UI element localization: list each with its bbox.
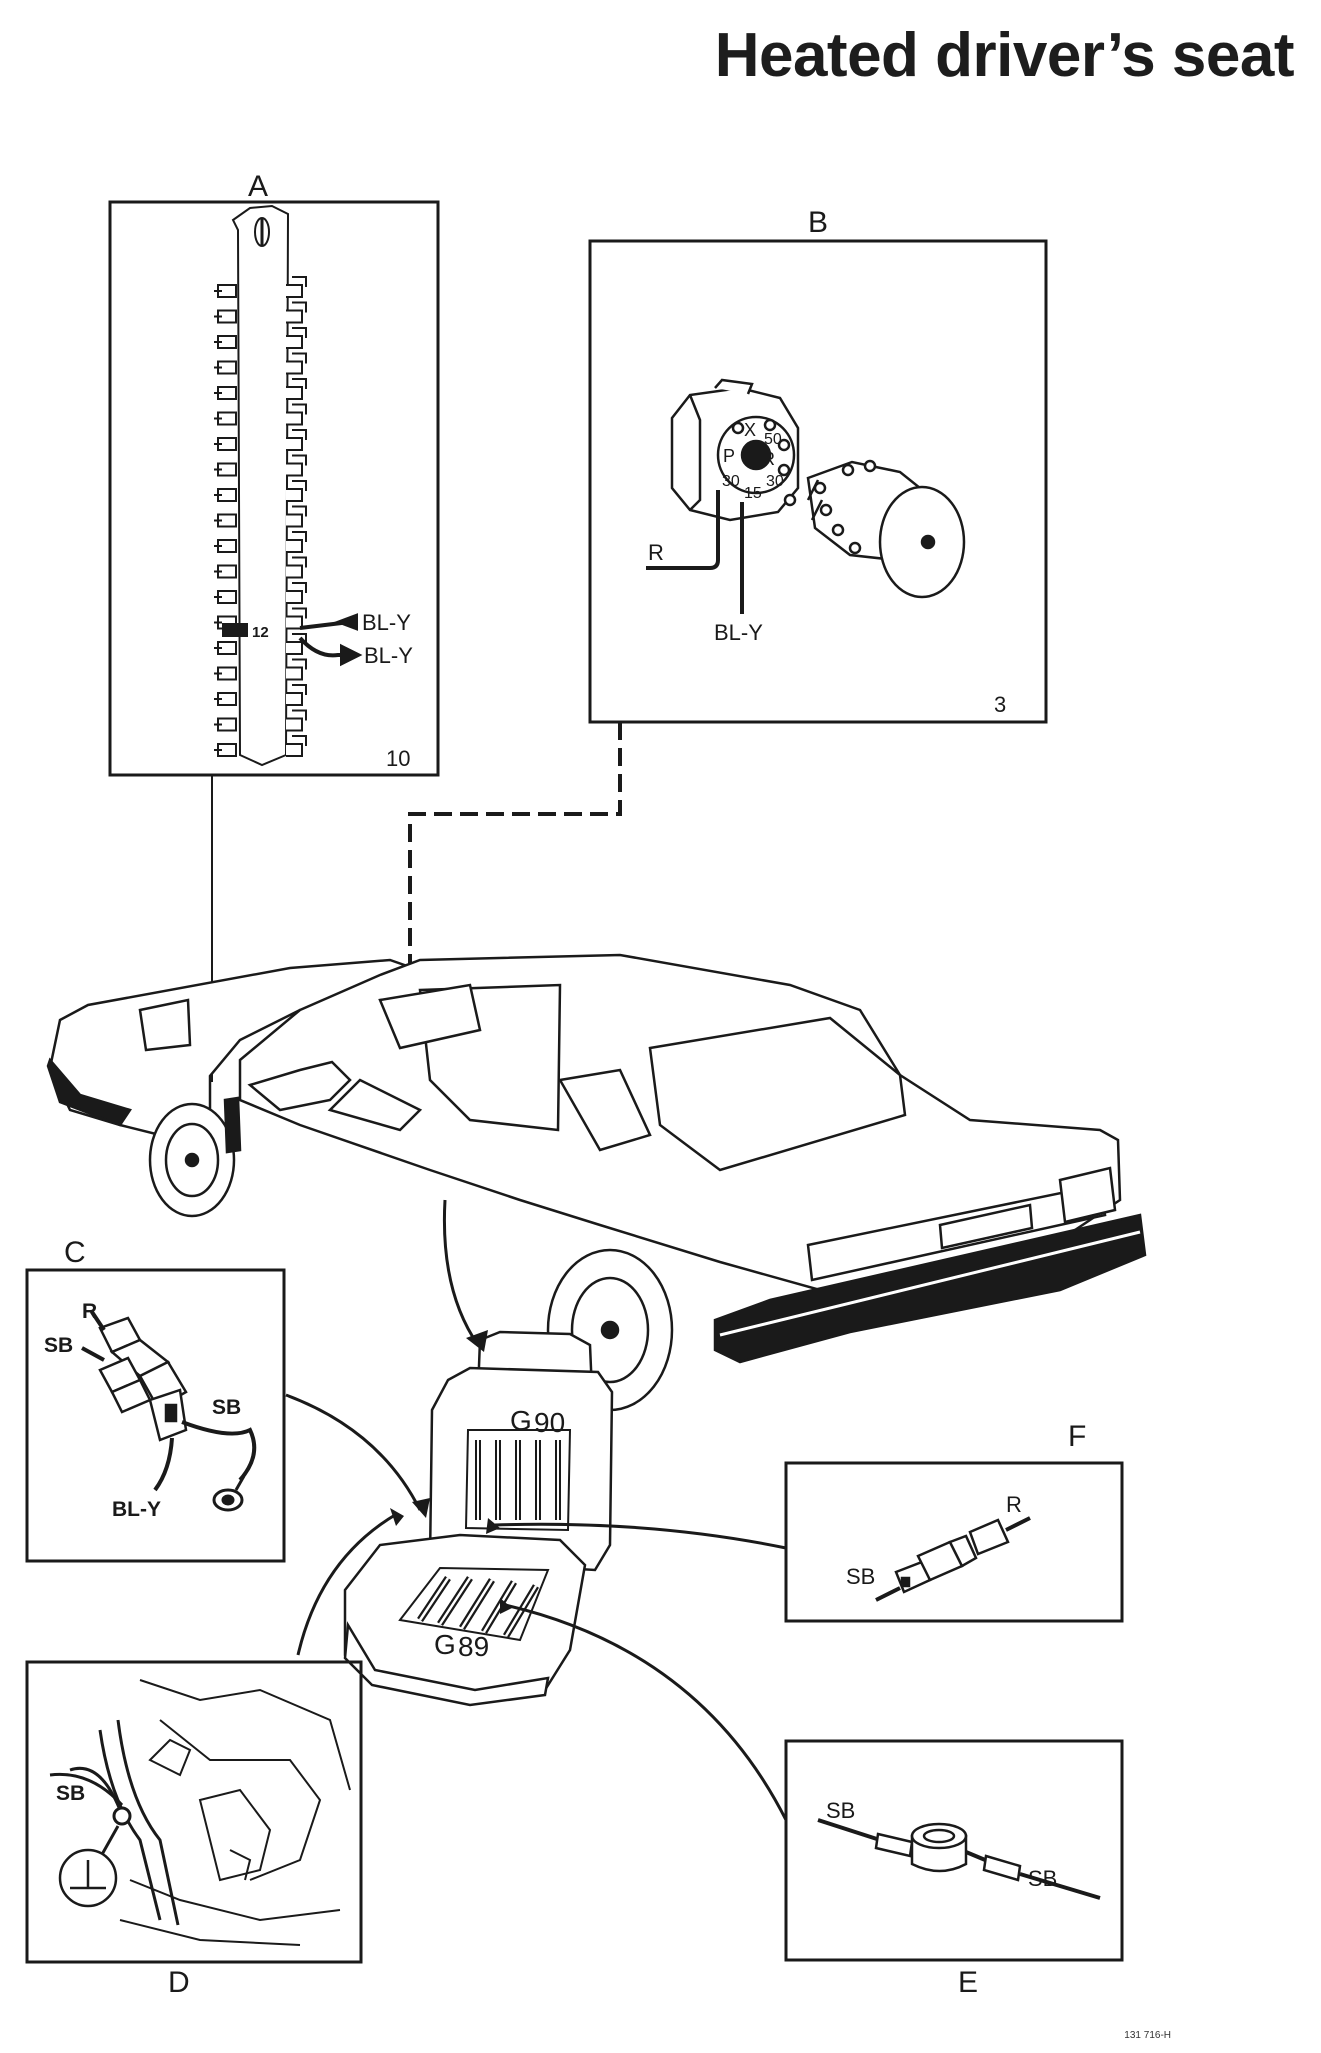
fuse-terminal-left [214,513,237,528]
fuse-terminal-right [286,378,307,400]
fuse-terminal-left [214,641,237,655]
fuse-terminal-left [214,743,237,757]
connector-illustration [98,1316,188,1442]
panel-a: A 10 12 BL-Y BL-Y [108,170,440,777]
panel-f-wire-r: R [1006,1492,1022,1517]
fuse-terminal-left [214,437,237,451]
fuse-terminal-right [286,352,307,375]
fuse-terminal-left [214,386,237,400]
svg-text:P: P [723,446,735,466]
fuse-terminal-right [286,658,307,681]
panel-c-letter: C [64,1236,86,1269]
fuse-terminal-right [286,480,307,502]
svg-text:X: X [744,420,756,440]
ground-symbol-icon [58,1848,118,1908]
fuse-terminal-right [286,582,307,604]
fuse-terminal-right [286,556,307,579]
terminal-12-label: 12 [252,624,269,641]
fuse-terminal-right [286,709,307,732]
svg-text:15: 15 [744,485,762,502]
panel-d-letter: D [168,1966,190,1999]
panel-c-wire-r: R [82,1300,97,1323]
panel-c: C R SB SB BL-Y [25,1236,286,1563]
seat-back-label-letter: G [510,1405,532,1436]
panel-b: B 3 X 50 P R 30 30 15 [588,206,1048,724]
fuse-terminal-right [286,301,307,324]
seat-back-label-num: 90 [534,1407,565,1438]
fuse-terminal-right [286,505,307,528]
drawing-reference: 131 716-H [1124,2030,1171,2041]
panel-a-letter: A [248,170,268,203]
ring-terminal [212,1475,246,1512]
panel-c-wire-sb-right: SB [212,1396,241,1419]
panel-b-wire-bly: BL-Y [714,620,763,645]
panel-e-letter: E [958,1966,978,1999]
panel-a-number: 10 [386,746,410,771]
svg-text:R: R [762,449,775,469]
panel-e: E SB SB [784,1739,1124,1999]
fuse-terminal-right [286,531,307,553]
ignition-terminal-labels: X 50 P R 30 30 15 [722,420,784,502]
panel-f-letter: F [1068,1420,1086,1453]
fuse-terminal-left [214,411,237,426]
seat-cushion-label-num: 89 [458,1631,489,1662]
panel-b-wire-r: R [648,540,664,565]
fuse-terminal-left [214,666,237,681]
panel-e-wire-sb-right: SB [1028,1866,1057,1891]
connector-f-illustration [875,1516,1031,1602]
fuse-terminal-right [286,403,307,426]
fuse-terminal-right [286,327,307,349]
fuse-terminal-left [214,488,237,502]
fuse-terminal-left [214,717,237,732]
fuse-terminal-right [286,276,307,298]
fuse-terminal-right [286,454,307,477]
fuse-box-illustration [214,204,307,767]
thermostat-illustration [817,1818,1101,1900]
fuse-terminal-left [214,309,237,324]
panel-d-wire-sb: SB [56,1782,85,1805]
svg-text:30: 30 [722,473,740,490]
fuse-terminal-left [214,539,237,553]
fuse-terminal-left [214,284,237,298]
panel-e-wire-sb-left: SB [826,1798,855,1823]
seat-cushion-label-letter: G [434,1629,456,1660]
panel-d: D SB [25,1660,363,1999]
panel-a-wire-bottom: BL-Y [364,643,413,668]
fuse-terminal-left [214,692,237,706]
fuse-terminal-right [286,607,307,630]
fuse-terminal-left [214,564,237,579]
heated-seat [343,1330,614,1707]
svg-text:30: 30 [766,473,784,490]
fuse-terminal-left [214,360,237,375]
panel-f: F R SB [784,1420,1124,1623]
svg-text:50: 50 [764,431,782,448]
connection-arrows [285,1199,788,1821]
panel-f-wire-sb: SB [846,1564,875,1589]
fuse-terminal-left [214,335,237,349]
panel-b-number: 3 [994,692,1006,717]
panel-a-wire-top: BL-Y [362,610,411,635]
fuse-terminal-right [286,735,307,757]
panel-c-wire-sb-left: SB [44,1334,73,1357]
bly-wire-arrows [298,613,363,667]
terminal-12-marker: 12 [222,623,269,641]
car-illustration [46,953,1147,1412]
fuse-terminal-right [286,633,307,655]
ignition-switch-illustration [670,378,966,599]
fuse-terminal-left [214,590,237,604]
connector-wires [81,1310,257,1492]
page-title: Heated driver’s seat [714,21,1295,90]
fuse-terminal-left [214,462,237,477]
ground-bolt [98,1806,132,1859]
panel-c-wire-bly: BL-Y [112,1498,161,1521]
ignition-wires [646,490,744,614]
arrow-heads [390,1330,512,1614]
panel-b-letter: B [808,206,828,239]
fuse-terminal-right [286,684,307,706]
fuse-terminal-right [286,429,307,451]
